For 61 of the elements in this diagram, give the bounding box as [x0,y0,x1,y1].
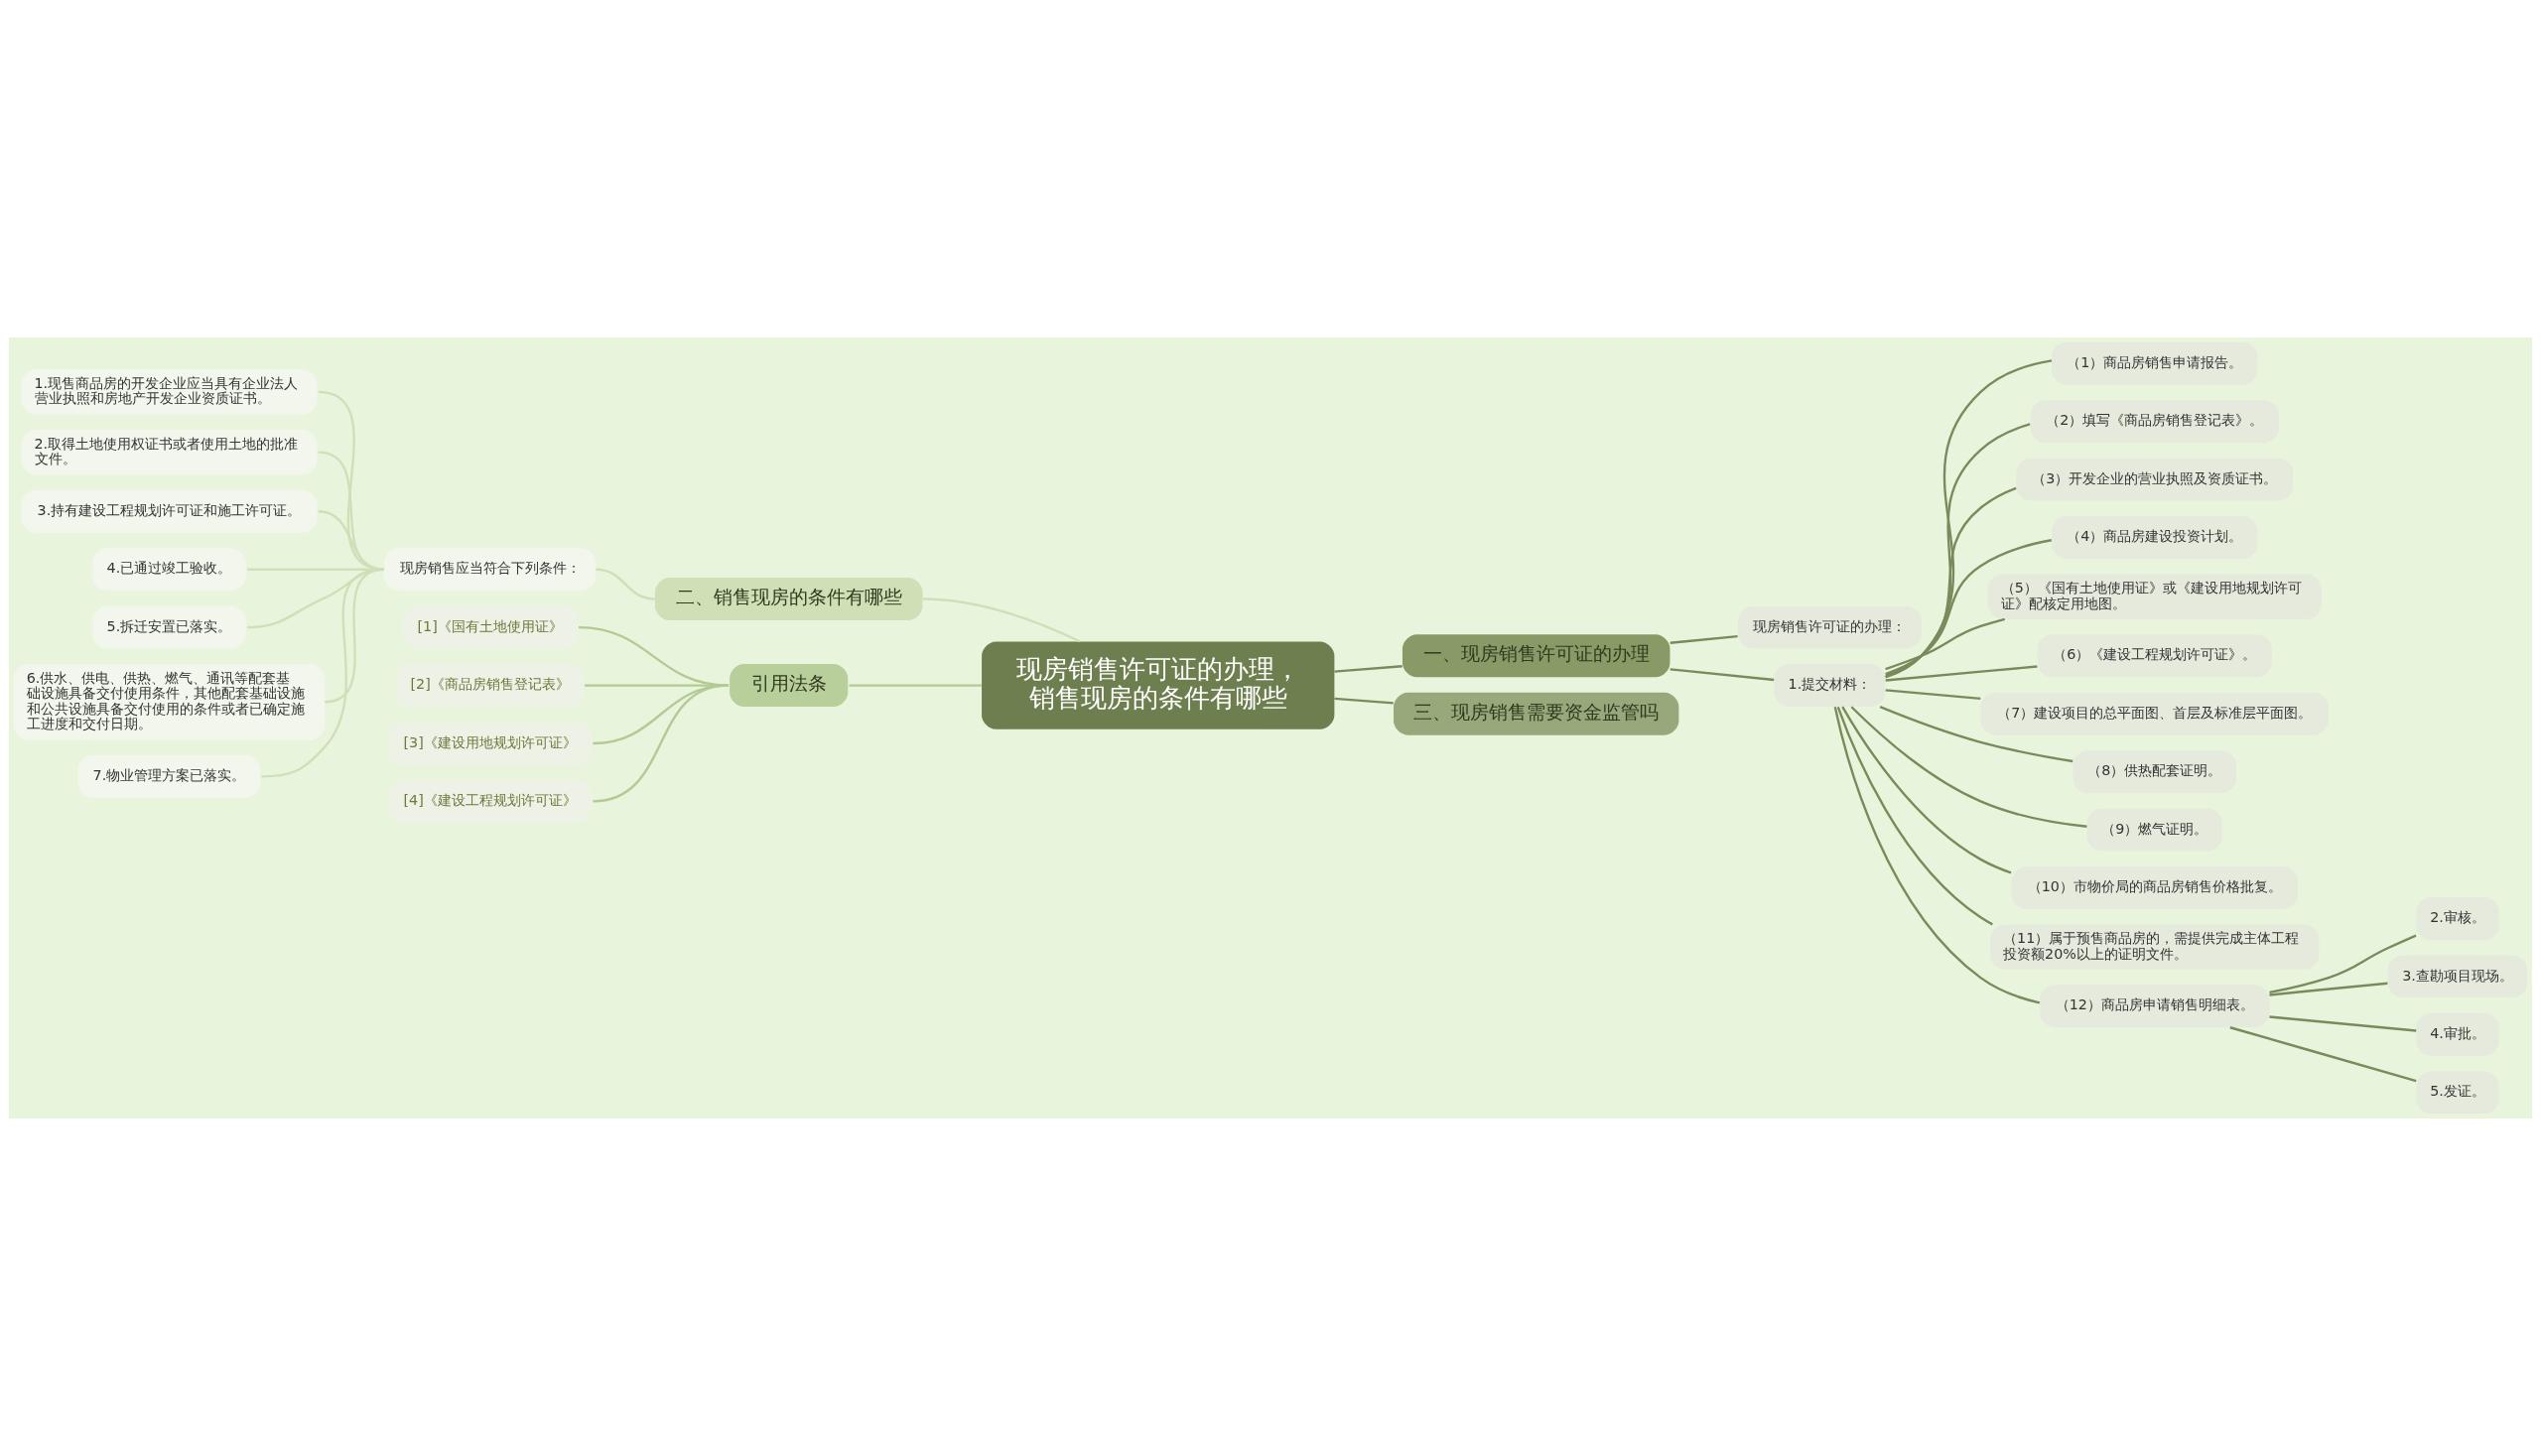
node-box: （2）填写《商品房销售登记表》。 [2030,400,2279,444]
connector [1885,539,2052,676]
connector [1670,634,1738,644]
node-box: 二、销售现房的条件有哪些 [654,578,923,620]
node-box: （8）供热配套证明。 [2073,750,2236,794]
connector [593,684,730,803]
connector [1850,706,2087,828]
connector [1885,486,2017,678]
node-box: （5）《国有土地使用证》或《建设用地规划许可证》配核定用地图。 [1987,574,2322,619]
connector [1836,706,1993,926]
node-box: （10）市物价局的商品房销售价格批复。 [2011,866,2298,909]
connector [1841,706,2012,874]
connector [2269,982,2388,996]
node-box: 现房销售许可证的办理，销售现房的条件有哪些 [982,641,1335,729]
node-box: 3.持有建设工程规划许可证和施工许可证。 [21,489,318,533]
connector [1885,359,2053,679]
node-box: （12）商品房申请销售明细表。 [2040,985,2270,1028]
connector [1885,689,1981,701]
node-box: 现房销售应当符合下列条件： [383,548,597,592]
connector [1670,668,1775,682]
node-box: [1]《国有土地使用证》 [402,605,578,649]
node-box: 三、现房销售需要资金监管吗 [1394,692,1679,735]
node-box: 5.拆迁安置已落实。 [91,605,246,649]
node-box: [4]《建设工程规划许可证》 [388,779,592,823]
node-box: 1.现售商品房的开发企业应当具有企业法人营业执照和房地产开发企业资质证书。 [21,369,318,415]
node-box: 7.物业管理方案已落实。 [77,754,261,798]
node-box: （9）燃气证明。 [2086,808,2222,852]
connector [1885,665,2038,682]
connector [1833,707,2041,1004]
node-box: 1.提交材料： [1774,664,1886,708]
connector [2229,1026,2417,1083]
node-box: 3.查勘项目现场。 [2387,955,2528,998]
connector [1334,697,1394,705]
connector [585,684,729,687]
node-box: （4）商品房建设投资计划。 [2052,516,2258,559]
node-box: 2.审核。 [2416,897,2499,940]
connector [578,625,729,687]
node-box: 4.已通过竣工验收。 [91,548,246,592]
node-box: （6）《建设工程规划许可证》。 [2037,634,2272,678]
node-box: 4.审批。 [2416,1012,2499,1056]
connector [1885,423,2031,679]
connector [2269,934,2417,994]
connector [1334,665,1403,673]
connector [922,597,1081,643]
connector [596,568,656,600]
node-box: （11）属于预售商品房的，需提供完成主体工程投资额20%以上的证明文件。 [1990,924,2320,970]
node-box: 6.供水、供电、供热、燃气、通讯等配套基础设施具备交付使用条件，其他配套基础设施和公共设施具备交付使用的条件或者已确定施工进度和交付日期。 [13,664,326,740]
node-box: 5.发证。 [2416,1071,2499,1115]
connector [1885,617,2006,671]
connector [1879,706,2073,763]
node-box: 引用法条 [730,664,849,708]
connector [849,684,982,687]
node-box: （7）建设项目的总平面图、首层及标准层平面图。 [1980,692,2330,735]
node-box: （1）商品房销售申请报告。 [2052,341,2258,385]
connector [2269,1015,2417,1032]
node-box: [2]《商品房销售登记表》 [395,664,585,708]
node-box: [3]《建设用地规划许可证》 [388,722,592,765]
node-box: （3）开发企业的营业执照及资质证书。 [2016,458,2294,501]
node-box: 一、现房销售许可证的办理 [1402,634,1671,678]
node-box: 现房销售许可证的办理： [1738,605,1922,649]
node-box: 2.取得土地使用权证书或者使用土地的批准文件。 [21,430,318,475]
